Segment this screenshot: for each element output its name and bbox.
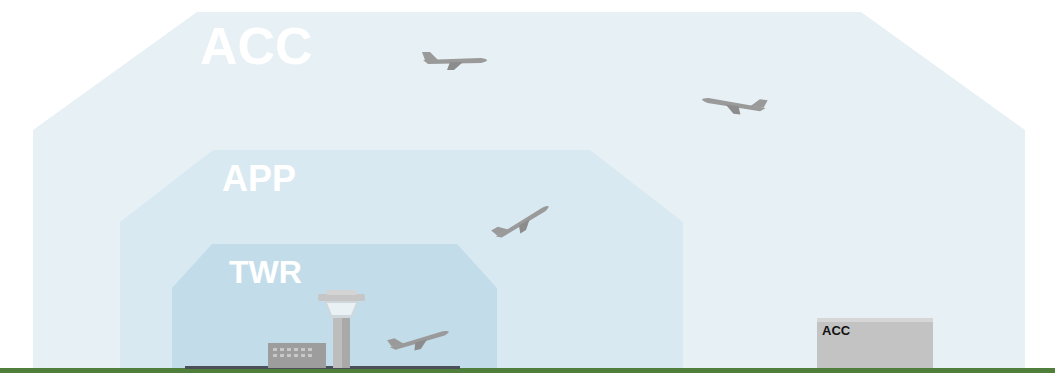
aircraft-climbing bbox=[491, 200, 553, 246]
terminal-building bbox=[268, 343, 326, 368]
region-label: APP bbox=[222, 161, 296, 197]
region-label: TWR bbox=[229, 256, 302, 288]
aircraft-descending bbox=[701, 91, 768, 118]
acc-airspace: ACC APP TWR ACC bbox=[33, 12, 1025, 368]
region-label: ACC bbox=[200, 20, 313, 72]
acc-center-building: ACC bbox=[817, 318, 933, 368]
ground-line bbox=[0, 368, 1055, 373]
terminal-windows bbox=[273, 348, 312, 357]
control-tower bbox=[318, 290, 365, 368]
app-airspace: APP TWR bbox=[120, 150, 683, 368]
building-label: ACC bbox=[822, 324, 850, 337]
aircraft-departing bbox=[387, 324, 451, 356]
aircraft-cruise bbox=[422, 52, 487, 70]
